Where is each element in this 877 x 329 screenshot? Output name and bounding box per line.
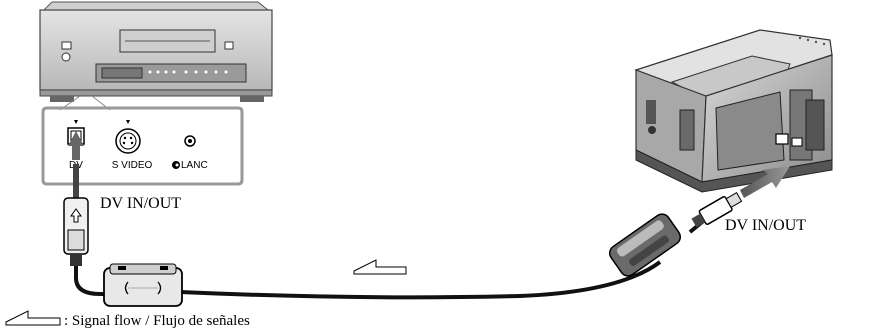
ferrite-core-right	[608, 213, 682, 277]
connect-arrow-vcr	[68, 131, 84, 160]
camcorder-device	[634, 29, 833, 193]
lanc-jack-label: LANC	[181, 160, 208, 171]
camcorder-dv-in-out-label: DV IN/OUT	[725, 217, 806, 234]
svideo-jack-label: S VIDEO	[112, 160, 153, 171]
lanc-icon	[172, 161, 180, 169]
signal-flow-arrow	[353, 259, 407, 275]
ferrite-core-left	[103, 263, 183, 307]
vcr-device	[39, 1, 273, 102]
legend-text: : Signal flow / Flujo de señales	[64, 313, 250, 329]
signal-flow-legend: : Signal flow / Flujo de señales	[5, 310, 250, 329]
vcr-dv-in-out-label: DV IN/OUT	[100, 195, 181, 212]
camcorder-dv-jack	[775, 133, 789, 145]
power-button	[61, 41, 72, 50]
dv-plug-right	[691, 191, 743, 228]
legend-arrow-icon	[5, 310, 61, 326]
connect-arrow-camcorder	[740, 166, 790, 198]
